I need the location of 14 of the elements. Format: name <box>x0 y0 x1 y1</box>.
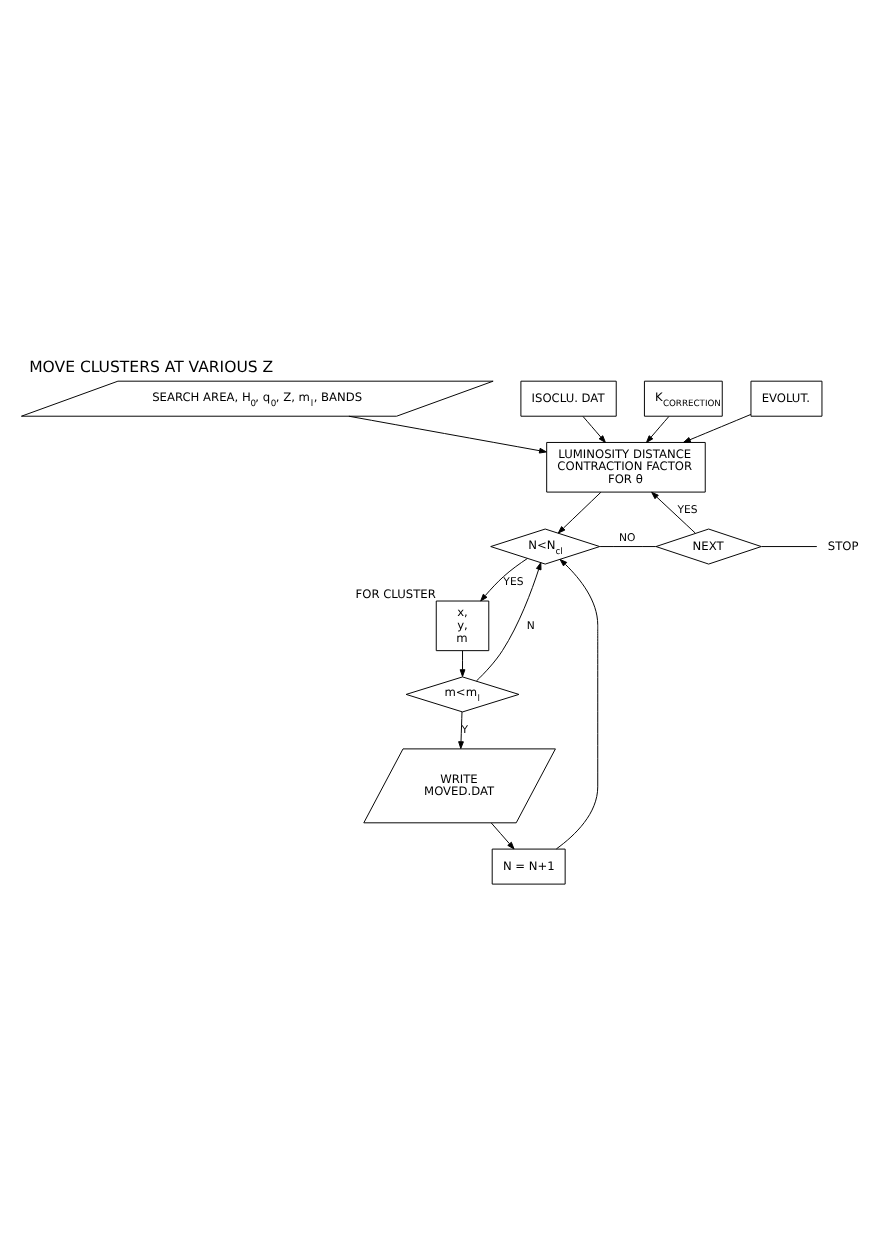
arrow <box>459 649 466 676</box>
connector <box>760 545 818 547</box>
arrow <box>480 557 528 601</box>
arrow <box>646 415 670 442</box>
arrow <box>683 412 752 442</box>
arrow <box>475 561 542 681</box>
arrow <box>458 710 464 749</box>
connector <box>599 545 657 547</box>
arrow <box>348 414 547 453</box>
arrow <box>651 490 696 533</box>
arrow <box>582 415 606 442</box>
arrow <box>490 821 515 849</box>
arrow <box>557 490 602 533</box>
arrow <box>555 558 599 849</box>
